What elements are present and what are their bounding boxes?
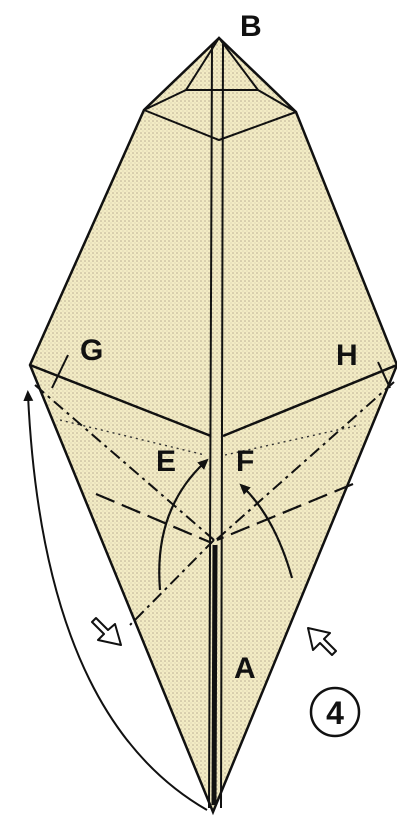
label-a: A [234, 652, 256, 685]
label-f: F [236, 445, 254, 478]
label-e: E [156, 445, 176, 478]
push-arrow-left-icon [92, 618, 121, 645]
label-b: B [240, 10, 262, 43]
step-number: 4 [326, 695, 344, 731]
lower-spine-thick [214, 545, 215, 805]
label-g: G [80, 334, 103, 367]
label-h: H [336, 339, 358, 372]
push-arrow-right-icon [308, 628, 336, 655]
